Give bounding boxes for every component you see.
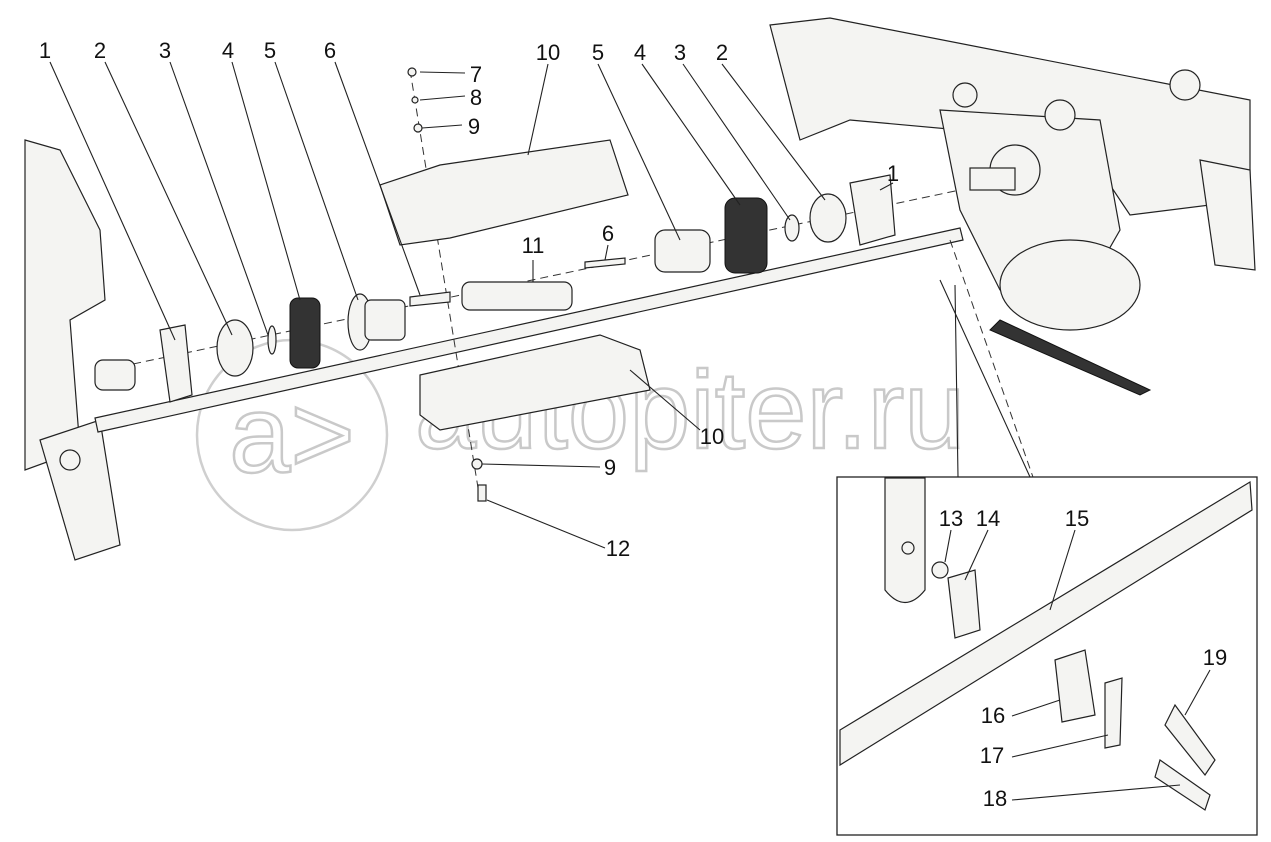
callout-5-right: 5 bbox=[592, 40, 604, 65]
callout-4: 4 bbox=[222, 38, 234, 63]
callout-4-right: 4 bbox=[634, 40, 646, 65]
callout-7: 7 bbox=[470, 62, 482, 87]
callout-9-lower: 9 bbox=[604, 455, 616, 480]
callout-2-right: 2 bbox=[716, 40, 728, 65]
callout-13: 13 bbox=[939, 506, 963, 531]
callout-12: 12 bbox=[606, 536, 630, 561]
callout-labels: 1 2 3 4 5 6 7 8 9 10 5 4 3 2 1 11 6 10 9… bbox=[39, 38, 1227, 811]
callout-10-lower: 10 bbox=[700, 424, 724, 449]
right-gearbox-assembly bbox=[769, 17, 1256, 396]
callout-1-right: 1 bbox=[887, 161, 899, 186]
callout-14: 14 bbox=[976, 506, 1000, 531]
callout-16: 16 bbox=[981, 703, 1005, 728]
callout-8: 8 bbox=[470, 85, 482, 110]
callout-1: 1 bbox=[39, 38, 51, 63]
detail-inset bbox=[836, 279, 1258, 836]
shaft bbox=[94, 227, 964, 433]
callout-3-right: 3 bbox=[674, 40, 686, 65]
callout-10: 10 bbox=[536, 40, 560, 65]
callout-15: 15 bbox=[1065, 506, 1089, 531]
callout-9: 9 bbox=[468, 114, 480, 139]
callout-18: 18 bbox=[983, 786, 1007, 811]
callout-17: 17 bbox=[980, 743, 1004, 768]
callout-19: 19 bbox=[1203, 645, 1227, 670]
leader-lines bbox=[49, 61, 1211, 801]
left-parts bbox=[94, 67, 896, 502]
callout-5: 5 bbox=[264, 38, 276, 63]
callout-11: 11 bbox=[522, 233, 545, 258]
left-frame bbox=[24, 139, 121, 561]
callout-2: 2 bbox=[94, 38, 106, 63]
callout-3: 3 bbox=[159, 38, 171, 63]
callout-6: 6 bbox=[324, 38, 336, 63]
callout-6-middle: 6 bbox=[602, 221, 614, 246]
